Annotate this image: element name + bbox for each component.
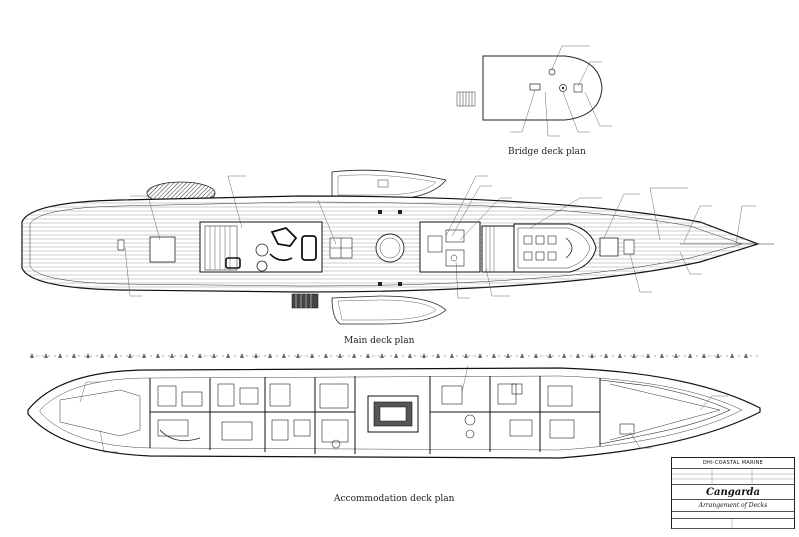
frame-station-tick [744,353,748,358]
vessel-name: Cangarda [672,485,794,500]
frame-station-tick [674,353,678,358]
frame-station-tick [100,353,104,358]
frame-station-tick [478,353,482,358]
accommodation-deck-caption: Accommodation deck plan [334,494,455,504]
saloon-table [367,395,419,433]
title-block-footer-lines [731,519,733,529]
upper-tender [331,169,447,201]
frame-station-tick [254,353,258,358]
frame-station-tick [520,353,524,358]
frame-station-markers [30,353,760,358]
frame-station-tick [646,353,650,358]
frame-station-tick [142,353,146,358]
bridge-deck-plan [456,45,612,137]
lower-tender [331,295,447,325]
frame-station-tick [534,353,538,358]
frame-station-tick [58,353,62,358]
frame-station-tick [380,353,384,358]
frame-station-tick [660,353,664,358]
frame-station-tick [226,353,230,358]
frame-station-tick [352,353,356,358]
frame-station-tick [86,353,90,358]
drawing-title-block: DHI-COASTAL MARINE Cangarda Arrangement … [671,457,795,529]
title-block-meta-row [672,469,794,485]
skylight-grid [329,237,353,259]
bridge-deck-outline [482,55,603,121]
frame-station-tick [282,353,286,358]
frame-station-tick [492,353,496,358]
frame-station-tick [408,353,412,358]
frame-station-tick [170,353,174,358]
frame-station-tick [450,353,454,358]
frame-station-tick [72,353,76,358]
frame-station-tick [604,353,608,358]
frame-station-tick [240,353,244,358]
frame-station-tick [128,353,132,358]
bridge-ladder [456,91,476,107]
frame-station-tick [394,353,398,358]
aft-deckhouse [199,221,323,273]
frame-station-tick [716,353,720,358]
frame-station-tick [212,353,216,358]
frame-station-tick [296,353,300,358]
frame-station-tick [632,353,636,358]
drawing-title: Arrangement of Decks [672,500,794,512]
frame-station-tick [618,353,622,358]
frame-station-tick [324,353,328,358]
main-deck-caption: Main deck plan [344,336,415,346]
frame-station-tick [702,353,706,358]
bridge-deck-caption: Bridge deck plan [508,147,586,157]
frame-station-tick [114,353,118,358]
frame-station-tick [198,353,202,358]
forward-deckhouse [419,221,597,273]
accommodation-deck-plan [27,365,761,459]
frame-station-tick [44,353,48,358]
frame-station-tick [506,353,510,358]
title-block-meta-lines [672,469,794,485]
frame-station-tick [436,353,440,358]
frame-station-tick [688,353,692,358]
frame-station-tick [310,353,314,358]
frame-station-tick [184,353,188,358]
title-block-footer [672,518,794,529]
frame-station-tick [590,353,594,358]
frame-station-tick [730,353,734,358]
frame-station-tick [268,353,272,358]
frame-station-tick [562,353,566,358]
frame-station-tick [30,353,34,358]
frame-station-tick [548,353,552,358]
frame-station-tick [338,353,342,358]
frame-station-tick [576,353,580,358]
main-deck-plan [21,169,774,325]
frame-station-tick [366,353,370,358]
frame-station-tick [464,353,468,358]
frame-station-tick [156,353,160,358]
frame-station-tick [422,353,426,358]
title-block-firm: DHI-COASTAL MARINE [672,458,794,469]
